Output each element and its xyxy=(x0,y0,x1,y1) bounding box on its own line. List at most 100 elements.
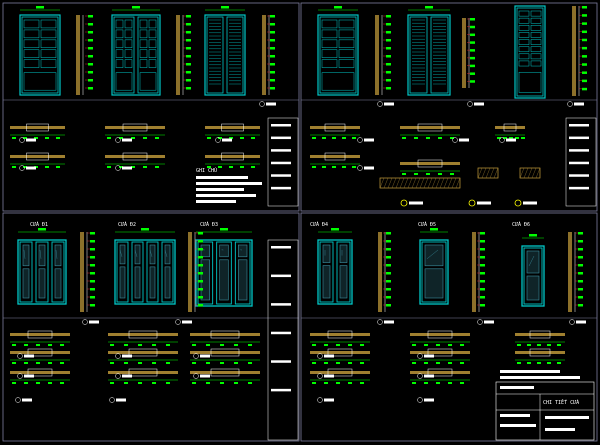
profile-wall xyxy=(310,371,370,374)
profile-frame xyxy=(529,330,551,339)
glass-pane xyxy=(526,275,540,301)
profile-dim-text xyxy=(36,382,40,384)
section-marker-text xyxy=(122,354,132,358)
profile-wall xyxy=(108,371,178,374)
profile-dim-text xyxy=(497,137,501,139)
profile-dim-text xyxy=(360,344,364,346)
profile-wall xyxy=(108,333,178,336)
top-dimension-text xyxy=(220,228,228,231)
wall-hatch xyxy=(451,177,457,189)
top-dimension-text xyxy=(221,6,229,9)
section-marker xyxy=(259,101,265,107)
dimension-text xyxy=(88,71,93,74)
profile-dim-text xyxy=(206,362,210,364)
dimension-text xyxy=(480,240,485,243)
section-marker-text xyxy=(116,398,126,402)
profile-dim-text xyxy=(138,344,142,346)
profile-dim-text xyxy=(436,362,440,364)
profile-frame xyxy=(210,368,240,377)
profile-dim-text xyxy=(342,137,346,139)
door-bottom-panel xyxy=(139,72,157,91)
profile-frame xyxy=(327,330,353,339)
title-line xyxy=(500,370,560,373)
title-strip-line xyxy=(271,331,291,335)
wall-hatch xyxy=(481,167,487,179)
dimension-text xyxy=(582,6,587,9)
door-panel xyxy=(518,60,530,67)
door-leaf xyxy=(430,16,449,94)
profile-dim-text xyxy=(324,344,328,346)
louvre-door xyxy=(204,14,246,96)
dimension-text xyxy=(582,38,587,42)
door-frame-sections xyxy=(10,6,580,384)
dimension-text xyxy=(270,23,275,26)
dimension-text xyxy=(198,240,203,243)
dimension-text xyxy=(470,56,475,60)
door-title-d4: CỬA Đ4 xyxy=(310,221,328,228)
door-leaf xyxy=(206,16,224,94)
wall-hatch xyxy=(439,177,445,189)
glazed-door xyxy=(419,239,449,305)
profile-frame xyxy=(327,348,353,357)
section-marker xyxy=(19,137,25,143)
door-leaf xyxy=(19,241,33,303)
dimension-text xyxy=(186,47,191,50)
door-panel xyxy=(321,49,338,58)
profile-dim-text xyxy=(152,362,156,364)
door-panel xyxy=(124,19,133,29)
door-panel xyxy=(40,59,57,68)
door-panel xyxy=(115,49,124,58)
frame-profile xyxy=(190,368,260,384)
door-panel xyxy=(338,29,355,39)
dimension-text xyxy=(186,79,191,82)
profile-dim-text xyxy=(23,166,27,168)
profile-frame xyxy=(26,123,49,132)
section-marker xyxy=(357,165,363,171)
profile-dim-text xyxy=(12,344,16,346)
section-marker xyxy=(417,373,423,379)
door-leaf xyxy=(51,241,65,303)
glass-hatch xyxy=(55,249,58,259)
wall-hatch xyxy=(477,167,483,179)
profile-dim-text xyxy=(412,344,416,346)
profile-wall xyxy=(310,126,360,129)
profile-dim-text xyxy=(119,166,123,168)
profile-dim-text xyxy=(229,137,233,139)
dimension-text xyxy=(198,248,203,251)
dimension-text xyxy=(582,55,587,58)
wall-hatch xyxy=(395,177,401,189)
vertical-section xyxy=(572,6,576,96)
wall-strip xyxy=(519,167,541,179)
profile-dim-text xyxy=(166,362,170,364)
door-panel xyxy=(40,19,57,29)
dimension-text xyxy=(470,49,475,52)
profile-dim-text xyxy=(448,344,452,346)
profile-dim-text xyxy=(438,137,442,139)
profile-dim-text xyxy=(45,137,49,139)
dimension-text xyxy=(386,31,391,34)
section-marker xyxy=(452,137,458,143)
dimension-text xyxy=(578,232,583,235)
door-leaf xyxy=(137,16,159,94)
frame-profile xyxy=(108,348,178,364)
door-panel xyxy=(530,10,542,17)
vertical-section xyxy=(378,232,382,312)
section-marker-text xyxy=(122,374,132,378)
section-marker xyxy=(19,165,25,171)
profile-dim-text xyxy=(324,362,328,364)
profile-dim-text xyxy=(107,137,111,139)
door-panel xyxy=(338,59,355,68)
dimension-text xyxy=(480,304,485,307)
wall-hatch xyxy=(485,167,491,179)
section-marker-text xyxy=(574,102,584,106)
section-marker-text xyxy=(384,320,394,324)
dimension-text xyxy=(480,272,485,275)
dimension-text xyxy=(88,31,93,34)
dimension-text xyxy=(578,264,583,267)
section-marker xyxy=(377,319,383,325)
dimension-text xyxy=(198,232,203,235)
glass-pane xyxy=(119,266,126,299)
wall-hatch xyxy=(455,177,461,189)
